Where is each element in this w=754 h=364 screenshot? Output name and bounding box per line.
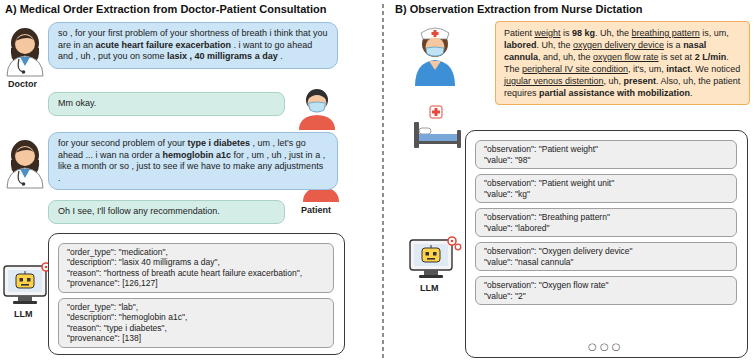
speech-text: . — [690, 88, 693, 98]
box-text: "provenance": [138] — [67, 333, 325, 344]
speech-text: , it's, um, — [628, 64, 666, 74]
observation-json-box: "observation": "Patient weight unit""val… — [475, 174, 737, 203]
speech-text: weight — [535, 28, 561, 38]
speech-text: is a — [664, 40, 683, 50]
box-text: "observation": "Oxygen flow rate" — [484, 280, 728, 291]
speech-text: , and, uh, the — [538, 52, 593, 62]
more-indicator: ○ ○ ○ — [588, 341, 621, 353]
speech-text: hemoglobin a1c — [163, 150, 232, 160]
observation-json-box: "observation": "Breathing pattern""value… — [475, 208, 737, 237]
speech-text: type i diabetes — [188, 138, 251, 148]
speech-text: for your second problem of your — [58, 138, 188, 148]
speech-text: jugular venous distention — [504, 76, 604, 86]
llm-icon — [410, 237, 461, 278]
panel-title: A) Medical Order Extraction from Doctor-… — [5, 3, 326, 16]
llm-output-box: "order_type": "medication","description"… — [48, 233, 345, 355]
box-text: "value": "nasal cannula" — [484, 257, 728, 268]
speech-text: is — [561, 28, 573, 38]
doctor-icon — [7, 28, 43, 76]
icon-label: LLM — [420, 283, 439, 294]
speech-text: 2 L/min — [695, 52, 727, 62]
box-text: "description": "hemoglobin a1c", — [67, 312, 325, 323]
speech-text: Patient — [504, 28, 535, 38]
doctor-icon — [7, 140, 43, 188]
patient-icon — [299, 89, 335, 130]
icon-label: Doctor — [8, 79, 37, 90]
box-text: "observation": "Patient weight unit" — [484, 178, 728, 189]
nurse-icon — [415, 28, 455, 86]
box-text: "observation": "Breathing pattern" — [484, 212, 728, 223]
doctor-speech-bubble: for your second problem of your type i d… — [48, 132, 338, 190]
speech-text: lasix , 40 milligrams a day — [167, 51, 278, 61]
speech-text: acute heart failure exacerbation — [96, 40, 232, 50]
box-text: "value": "2" — [484, 291, 728, 302]
speech-text: peripheral IV site condition — [522, 64, 628, 74]
speech-text: . — [278, 51, 283, 61]
speech-text: . Uh, the — [537, 40, 574, 50]
bed-icon — [414, 106, 461, 148]
box-text: Mm okay. — [58, 98, 275, 110]
icon-label: Patient — [301, 205, 331, 216]
speech-text: labored — [504, 40, 537, 50]
box-text: "reason": "type i diabetes", — [67, 323, 325, 334]
order-json-box: "order_type": "medication","description"… — [58, 243, 334, 293]
speech-text: present — [624, 76, 657, 86]
separator-line — [382, 4, 383, 360]
order-json-box: "order_type": "lab","description": "hemo… — [58, 298, 334, 348]
nurse-dictation-bubble: Patient weight is 98 kg. Uh, the breathi… — [495, 21, 750, 105]
box-text: "observation": "Patient weight" — [484, 144, 728, 155]
speech-text: , uh, — [604, 76, 624, 86]
observation-json-box: "observation": "Oxygen flow rate""value"… — [475, 276, 737, 305]
speech-text: . Uh, the — [595, 28, 632, 38]
speech-text: oxygen flow rate — [593, 52, 659, 62]
speech-text: breathing pattern — [632, 28, 700, 38]
speech-text: . We noticed — [690, 64, 740, 74]
box-text: "reason": "hortness of breath acute hear… — [67, 268, 325, 279]
patient-speech-bubble: Oh I see, I'll follow any recommendation… — [48, 200, 285, 224]
observation-json-box: "observation": "Oxygen delivery device""… — [475, 242, 737, 271]
box-text: "value": "kg" — [484, 189, 728, 200]
box-text: "observation": "Oxygen delivery device" — [484, 246, 728, 257]
box-text: "order_type": "medication", — [67, 247, 325, 258]
observation-json-box: "observation": "Patient weight""value": … — [475, 140, 737, 169]
box-text: "provenance": [126,127] — [67, 278, 325, 289]
speech-text: intact — [666, 64, 690, 74]
speech-text: is set at — [659, 52, 695, 62]
icon-label: LLM — [14, 309, 33, 320]
box-text: "value": "98" — [484, 155, 728, 166]
panel-title: B) Observation Extraction from Nurse Dic… — [395, 3, 643, 16]
box-text: Oh I see, I'll follow any recommendation… — [58, 206, 275, 218]
box-text: "value": "labored" — [484, 223, 728, 234]
speech-text: 98 kg — [572, 28, 595, 38]
box-text: "description": "lasix 40 milligrams a da… — [67, 257, 325, 268]
patient-speech-bubble: Mm okay. — [48, 92, 285, 116]
speech-text: oxygen delivery device — [573, 40, 664, 50]
llm-output-box: "observation": "Patient weight""value": … — [465, 130, 748, 358]
speech-text: partial assistance with mobilization — [539, 88, 690, 98]
box-text: "order_type": "lab", — [67, 302, 325, 313]
speech-text: is, um, — [700, 28, 729, 38]
doctor-speech-bubble: so , for your first problem of your shor… — [48, 22, 338, 69]
